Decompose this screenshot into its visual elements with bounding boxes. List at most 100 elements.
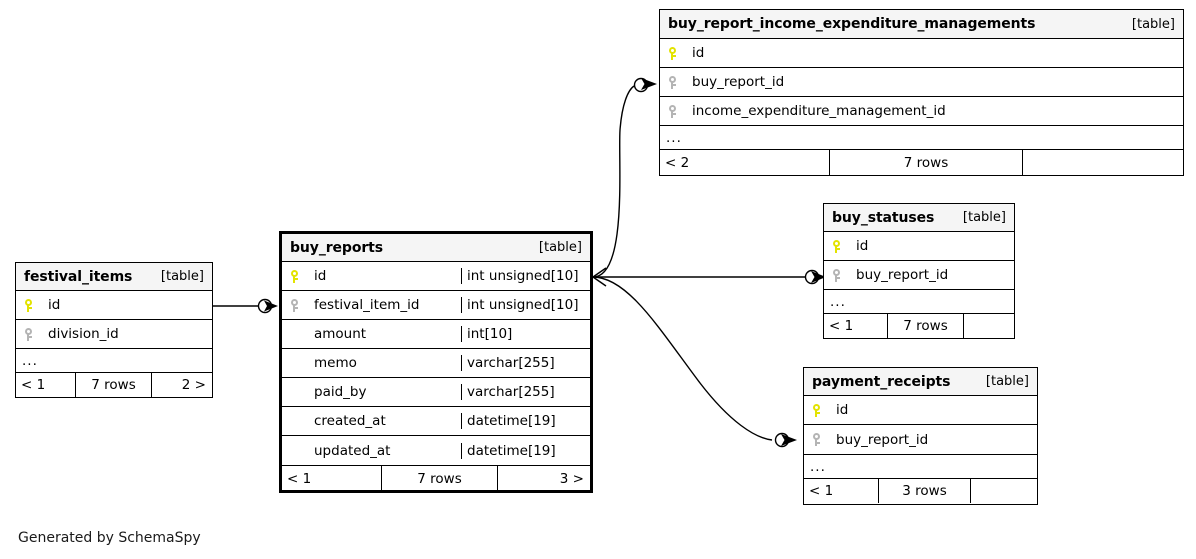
primary-key-icon	[24, 297, 46, 313]
table-row[interactable]: amount int[10]	[282, 320, 590, 349]
column-cell: id	[660, 45, 1183, 61]
table-type-tag: [table]	[962, 210, 1006, 225]
table-row[interactable]: paid_by varchar[255]	[282, 378, 590, 407]
table-buy-report-income-expenditure-managements[interactable]: buy_report_income_expenditure_management…	[659, 9, 1184, 176]
column-cell: buy_report_id	[804, 432, 1037, 448]
edge-buy-reports-to-buy-statuses	[593, 269, 826, 285]
column-cell: memo	[282, 355, 461, 371]
table-footer: < 1 7 rows 3 >	[282, 465, 590, 492]
column-cell: updated_at	[282, 443, 461, 459]
footer-row-count: 7 rows	[887, 314, 963, 338]
foreign-key-icon	[290, 297, 312, 313]
table-header: festival_items [table]	[16, 263, 212, 291]
table-row[interactable]: festival_item_id int unsigned[10]	[282, 291, 590, 320]
table-row[interactable]: memo varchar[255]	[282, 349, 590, 378]
column-cell: festival_item_id	[282, 297, 461, 313]
footer-child-count[interactable]	[970, 479, 1037, 503]
table-more-row: ...	[824, 290, 1014, 313]
footer-parent-count[interactable]: < 1	[809, 483, 834, 499]
table-header: buy_reports [table]	[282, 234, 590, 262]
table-header: buy_report_income_expenditure_management…	[660, 10, 1183, 39]
table-more-row: ...	[660, 126, 1183, 149]
footer-row-count: 3 rows	[878, 479, 970, 503]
footer-parent-count[interactable]: < 1	[829, 318, 854, 334]
table-header: buy_statuses [table]	[824, 204, 1014, 232]
column-type: varchar[255]	[461, 355, 590, 371]
table-type-tag: [table]	[1131, 16, 1175, 32]
edge-buy-reports-to-income-expenditure	[592, 77, 657, 287]
footer-child-count[interactable]	[1022, 150, 1183, 175]
table-row[interactable]: buy_report_id	[660, 68, 1183, 97]
column-cell: id	[824, 238, 1014, 254]
table-festival-items[interactable]: festival_items [table] id division_id ..…	[15, 262, 213, 398]
table-row[interactable]: updated_at datetime[19]	[282, 436, 590, 465]
column-name: memo	[314, 355, 357, 371]
table-row[interactable]: income_expenditure_management_id	[660, 97, 1183, 126]
table-row[interactable]: buy_report_id	[824, 261, 1014, 290]
column-type: int[10]	[461, 326, 590, 342]
column-cell: buy_report_id	[660, 74, 1183, 90]
column-type: datetime[19]	[461, 442, 590, 459]
table-row[interactable]: id	[804, 396, 1037, 425]
primary-key-icon	[668, 45, 690, 61]
column-cell: division_id	[16, 326, 212, 342]
table-footer: < 1 3 rows	[804, 478, 1037, 503]
table-title: buy_statuses	[832, 209, 935, 226]
column-name: festival_item_id	[314, 297, 420, 313]
more-columns-ellipsis: ...	[830, 293, 846, 310]
column-cell: created_at	[282, 413, 461, 429]
footer-child-count[interactable]: 2 >	[151, 373, 212, 397]
footer-child-count[interactable]: 3 >	[497, 466, 590, 492]
table-type-tag: [table]	[160, 269, 204, 284]
table-row[interactable]: id	[824, 232, 1014, 261]
column-type: varchar[255]	[461, 384, 590, 400]
more-columns-ellipsis: ...	[810, 458, 826, 475]
column-cell: paid_by	[282, 384, 461, 400]
table-title: buy_report_income_expenditure_management…	[668, 16, 1036, 32]
table-header: payment_receipts [table]	[804, 368, 1037, 396]
foreign-key-icon	[668, 74, 690, 90]
column-name: id	[836, 402, 849, 418]
table-buy-statuses[interactable]: buy_statuses [table] id buy_report_id ..…	[823, 203, 1015, 339]
column-name: id	[48, 297, 61, 313]
table-row[interactable]: id int unsigned[10]	[282, 262, 590, 291]
footer-child-count[interactable]	[963, 314, 1014, 338]
table-type-tag: [table]	[538, 240, 582, 255]
table-title: festival_items	[24, 268, 133, 285]
footer-row-count: 7 rows	[829, 150, 1022, 175]
table-row[interactable]: id	[16, 291, 212, 320]
table-payment-receipts[interactable]: payment_receipts [table] id buy_report_i…	[803, 367, 1038, 505]
table-row[interactable]: division_id	[16, 320, 212, 349]
column-cell: amount	[282, 326, 461, 342]
primary-key-icon	[290, 268, 312, 284]
footer-parent-count[interactable]: < 1	[287, 471, 312, 487]
table-row[interactable]: created_at datetime[19]	[282, 407, 590, 436]
table-footer: < 1 7 rows	[824, 313, 1014, 338]
table-more-row: ...	[804, 455, 1037, 478]
footer-parent-count[interactable]: < 1	[21, 377, 46, 393]
footer-parent-count[interactable]: < 2	[665, 154, 690, 171]
table-buy-reports[interactable]: buy_reports [table] id int unsigned[10] …	[279, 231, 593, 493]
edge-buy-reports-to-payment-receipts	[592, 276, 797, 448]
column-cell: income_expenditure_management_id	[660, 103, 1183, 119]
edge-festival-items-to-buy-reports	[213, 298, 278, 314]
foreign-key-icon	[812, 432, 834, 448]
primary-key-icon	[812, 402, 834, 418]
column-name: income_expenditure_management_id	[692, 103, 946, 119]
column-cell: id	[16, 297, 212, 313]
column-cell: id	[282, 268, 461, 284]
foreign-key-icon	[668, 103, 690, 119]
table-footer: < 2 7 rows	[660, 149, 1183, 175]
foreign-key-icon	[832, 267, 854, 283]
generated-by-note: Generated by SchemaSpy	[18, 530, 201, 546]
column-name: paid_by	[314, 384, 367, 400]
footer-row-count: 7 rows	[381, 466, 497, 492]
more-columns-ellipsis: ...	[666, 129, 682, 146]
table-row[interactable]: buy_report_id	[804, 425, 1037, 455]
column-type: int unsigned[10]	[461, 297, 590, 313]
table-row[interactable]: id	[660, 39, 1183, 68]
column-name: division_id	[48, 326, 119, 342]
foreign-key-icon	[24, 326, 46, 342]
table-type-tag: [table]	[985, 374, 1029, 389]
table-title: buy_reports	[290, 239, 383, 256]
